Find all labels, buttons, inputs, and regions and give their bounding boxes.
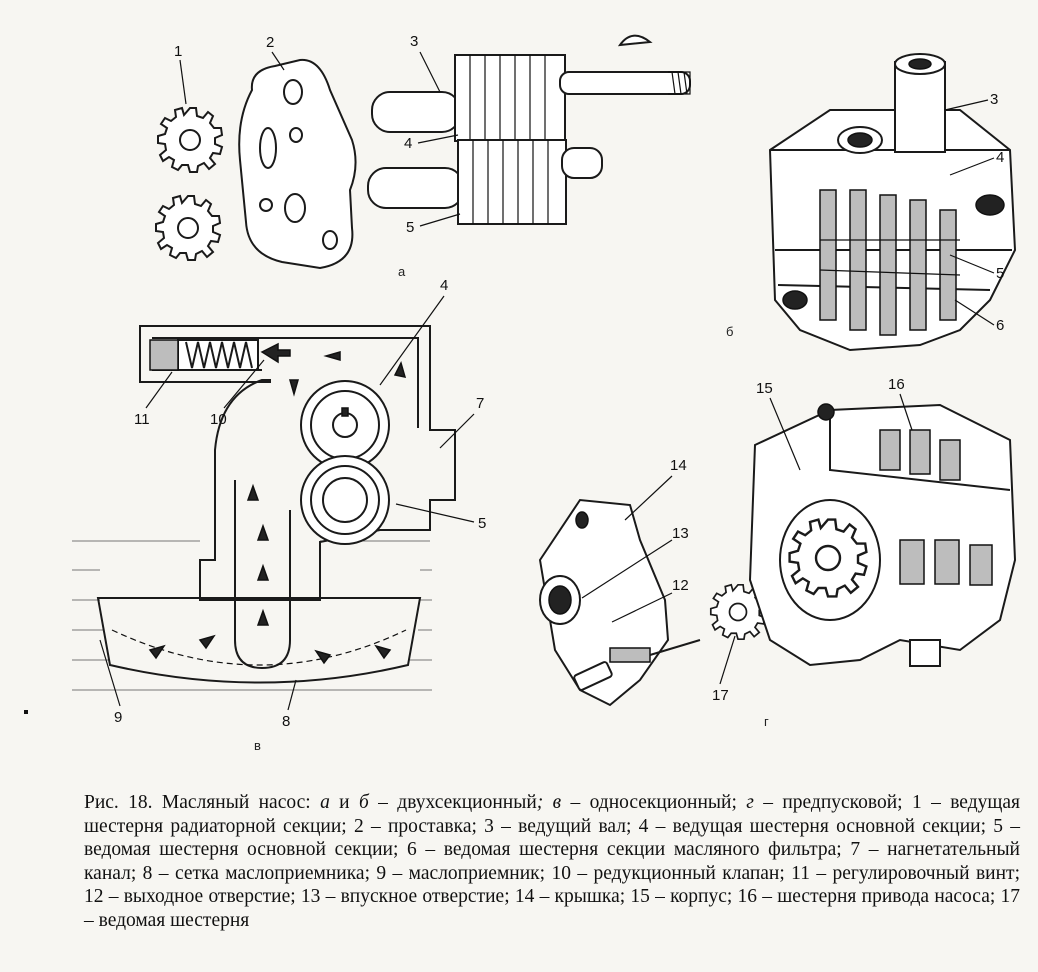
label-part-7: 7 xyxy=(476,395,484,412)
view-b-assembled-pump: 3 4 5 6 б xyxy=(726,53,1017,352)
label-part-9: 9 xyxy=(114,709,122,726)
caption-a: а xyxy=(320,792,330,813)
valve-flow-arrow xyxy=(260,342,291,364)
gear-1-lower xyxy=(155,195,221,261)
view-a-exploded-gears: 1 2 3 4 5 а xyxy=(155,33,691,279)
view-label-b: б xyxy=(726,324,733,339)
label-part-8: 8 xyxy=(282,713,290,730)
caption-prefix: Рис. 18. Масляный насос: xyxy=(84,792,321,813)
lower-shaft-body xyxy=(367,167,464,209)
upper-shaft-body xyxy=(371,91,461,133)
label-part-4v: 4 xyxy=(440,277,448,294)
drive-gear-4 xyxy=(300,380,390,470)
bolt xyxy=(573,661,613,691)
caption-v: в xyxy=(552,792,562,813)
label-part-10: 10 xyxy=(210,411,227,428)
view-label-v: в xyxy=(254,738,261,753)
oil-receiver xyxy=(96,597,422,684)
caption-v-text: – односекционный; xyxy=(561,792,747,813)
view-label-a: а xyxy=(398,264,406,279)
label-part-6b: 6 xyxy=(996,317,1004,334)
label-part-17: 17 xyxy=(712,687,729,704)
upper-shaft-tail xyxy=(559,71,691,95)
label-part-3b: 3 xyxy=(990,91,998,108)
caption-g: г xyxy=(746,792,754,813)
gear-1-upper xyxy=(157,107,223,173)
label-part-15: 15 xyxy=(756,380,773,397)
label-part-5v: 5 xyxy=(478,515,486,532)
caption-sep: ; xyxy=(536,792,553,813)
caption-and: и xyxy=(329,792,359,813)
adjusting-screw xyxy=(149,339,179,371)
view-g-prestart-pump: 14 13 12 17 15 16 г xyxy=(538,376,1017,729)
label-part-1: 1 xyxy=(174,43,182,60)
pump-housing-outline xyxy=(139,325,456,601)
suction-pipe xyxy=(234,480,291,670)
label-part-5b: 5 xyxy=(996,265,1004,282)
caption-b-text: – двухсекционный xyxy=(368,792,537,813)
label-part-4b: 4 xyxy=(996,149,1004,166)
valve-spring xyxy=(185,341,253,369)
view-v-schematic: 11 10 4 7 5 9 8 в xyxy=(72,277,486,753)
shaft-key xyxy=(617,34,653,47)
nut xyxy=(609,647,651,663)
label-part-14: 14 xyxy=(670,457,687,474)
drive-shaft-tube xyxy=(894,61,946,153)
figure-caption: Рис. 18. Масляный насос: а и б – двухсек… xyxy=(84,791,1020,932)
lower-shaft-gear xyxy=(457,139,567,225)
label-part-12: 12 xyxy=(672,577,689,594)
intake-screen xyxy=(111,629,407,666)
caption-b: б xyxy=(359,792,369,813)
technical-illustration: 1 2 3 4 5 а 3 xyxy=(24,33,1017,753)
label-part-13: 13 xyxy=(672,525,689,542)
label-part-4: 4 xyxy=(404,135,412,152)
spacer-plate xyxy=(238,58,357,270)
stray-dot xyxy=(24,710,28,714)
caption-g-text: – предпусковой; 1 – ведущая шестерня рад… xyxy=(84,792,1021,931)
label-part-11: 11 xyxy=(134,411,150,428)
view-label-g: г xyxy=(764,714,769,729)
driven-gear-5 xyxy=(300,455,390,545)
label-part-16: 16 xyxy=(888,376,905,393)
label-part-5: 5 xyxy=(406,219,414,236)
label-part-3: 3 xyxy=(410,33,418,50)
label-part-2: 2 xyxy=(266,34,274,51)
upper-shaft-gear xyxy=(454,54,566,142)
